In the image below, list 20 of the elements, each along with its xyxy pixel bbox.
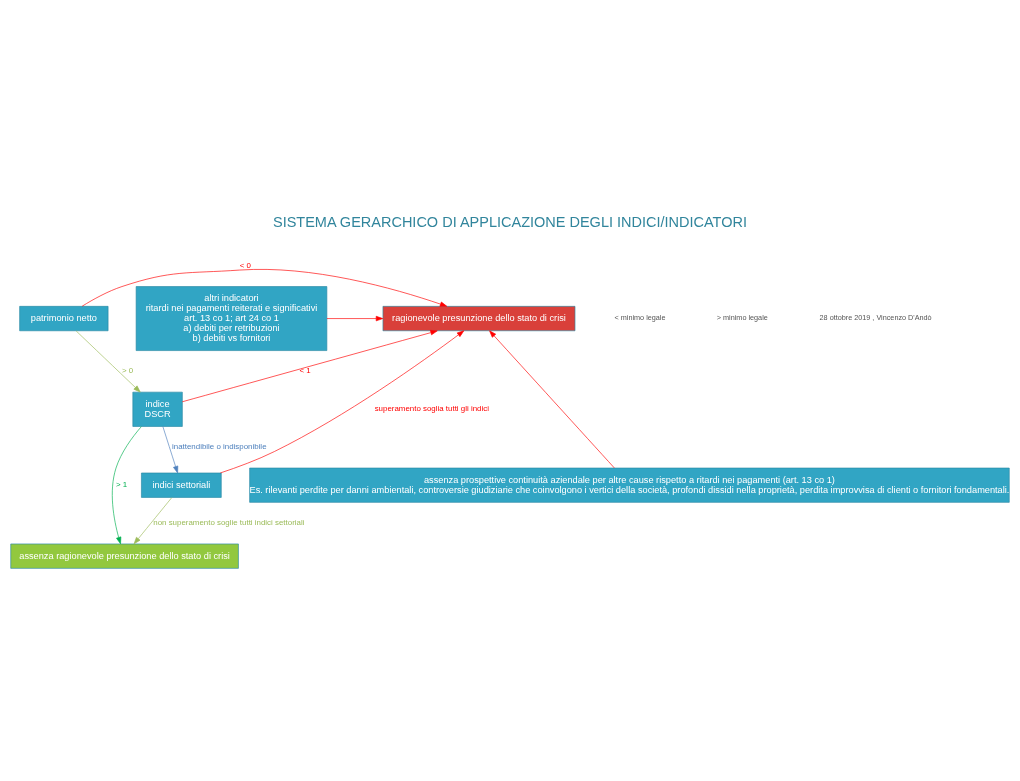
arrow [75,330,141,393]
arrow [111,426,142,545]
label: > minimo legale [716,313,768,323]
node-box: altri indicatori ritardi nei pagamenti reiterati e significativi art. 13 co 1; art 24 co 1 a) debiti per retribuzioni b) debiti vs fornitori [135,286,328,351]
node-box: assenza prospettive continuità aziendale per altre cause rispetto a ritardi nei pagamenti (art. 13 co 1) Es. rilevanti perdite per danni ambientali, controversie giudiziarie che coinvolgono i vertici della società, profondi dissidi nella proprietà, perdita improvvisa di clienti o fornitori fondamentali. [249,467,1010,503]
node-box: patrimonio netto [19,306,109,332]
arrow [133,497,173,545]
label: 28 ottobre 2019 , Vincenzo D'Andò [819,313,932,323]
arrow [81,269,448,307]
node-box: ragionevole presunzione dello stato di crisi [382,306,576,332]
node-box: indice DSCR [132,391,183,427]
arrow [162,426,179,474]
label: < minimo legale [614,313,666,323]
arrow [220,330,465,474]
node-box: assenza ragionevole presunzione dello stato di crisi [10,543,239,569]
arrow [182,330,438,403]
arrow [326,315,384,322]
diagram-title: SISTEMA GERARCHICO DI APPLICAZIONE DEGLI INDICI/INDICATORI [272,213,748,230]
arrow [489,330,615,469]
node-box: indici settoriali [141,472,222,498]
